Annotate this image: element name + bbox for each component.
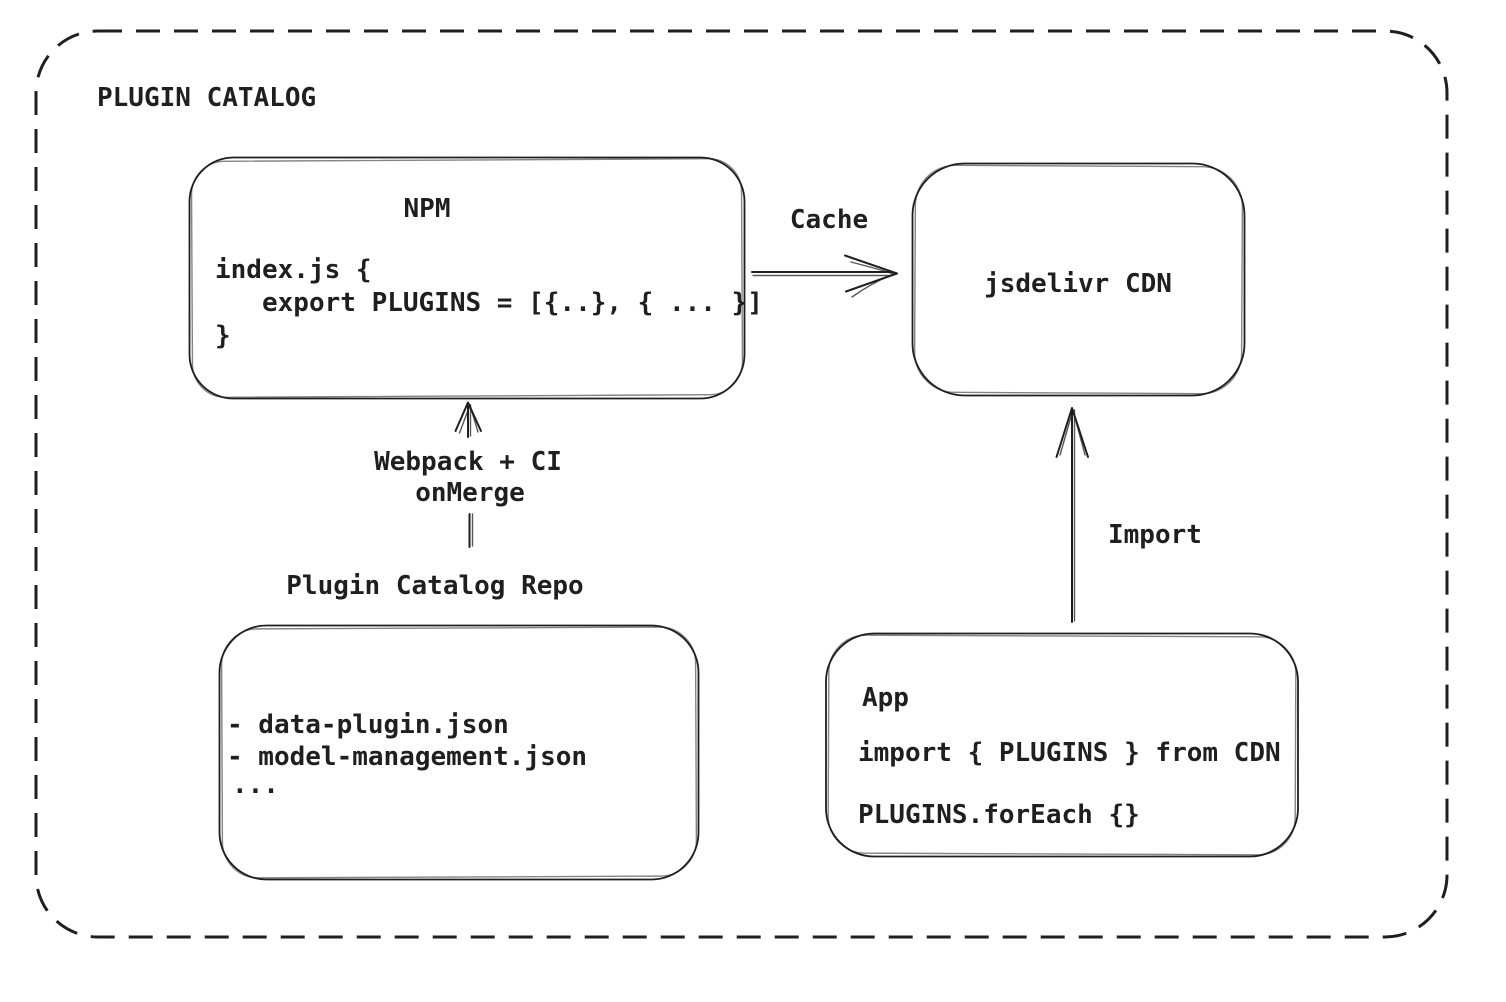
cdn-label: jsdelivr CDN — [984, 269, 1172, 299]
repo-file-line-1: - data-plugin.json — [227, 710, 509, 740]
app-box: App import { PLUGINS } from CDN PLUGINS.… — [825, 632, 1299, 858]
cache-arrowhead-sketch — [850, 261, 895, 298]
repo-file-line-3: ... — [232, 770, 279, 800]
npm-box-outline — [188, 156, 746, 400]
frame-title: PLUGIN CATALOG — [97, 83, 316, 113]
build-arrow-label-line1: Webpack + CI — [374, 447, 562, 477]
cdn-box: jsdelivr CDN — [911, 162, 1246, 397]
repo-box-outline-sketch — [220, 626, 698, 879]
cdn-box-outline — [911, 162, 1246, 397]
import-arrow-label: Import — [1108, 520, 1202, 550]
build-arrow: Webpack + CI onMerge — [374, 401, 562, 548]
app-box-outline-sketch — [827, 634, 1297, 856]
npm-box-outline-sketch — [190, 158, 744, 398]
app-title: App — [862, 683, 909, 713]
app-code-line-1: import { PLUGINS } from CDN — [858, 738, 1281, 768]
import-arrowhead — [1055, 407, 1089, 458]
npm-code-line-1: index.js { — [215, 255, 372, 285]
cache-arrow: Cache — [751, 205, 898, 298]
build-arrowhead-sketch — [458, 404, 479, 434]
app-box-outline — [825, 632, 1299, 858]
repo-label: Plugin Catalog Repo — [286, 571, 583, 601]
plugin-catalog-frame — [34, 29, 1449, 939]
repo-file-line-2: - model-management.json — [227, 742, 587, 772]
npm-title: NPM — [404, 194, 451, 224]
repo-box-outline — [218, 624, 700, 881]
repo-box: Plugin Catalog Repo - data-plugin.json -… — [218, 571, 700, 881]
cdn-box-outline-sketch — [913, 164, 1244, 395]
cache-arrow-label: Cache — [790, 205, 868, 235]
npm-box: NPM index.js { export PLUGINS = [{..}, {… — [188, 156, 763, 400]
npm-code-line-3: } — [215, 321, 231, 351]
cache-arrowhead — [844, 254, 898, 293]
npm-code-line-2: export PLUGINS = [{..}, { ... }] — [262, 288, 763, 318]
import-arrow: Import — [1055, 407, 1202, 623]
build-arrowhead — [454, 401, 482, 432]
build-arrow-label-line2: onMerge — [415, 478, 525, 508]
import-arrowhead-sketch — [1059, 409, 1086, 456]
app-code-line-2: PLUGINS.forEach {} — [858, 800, 1140, 830]
